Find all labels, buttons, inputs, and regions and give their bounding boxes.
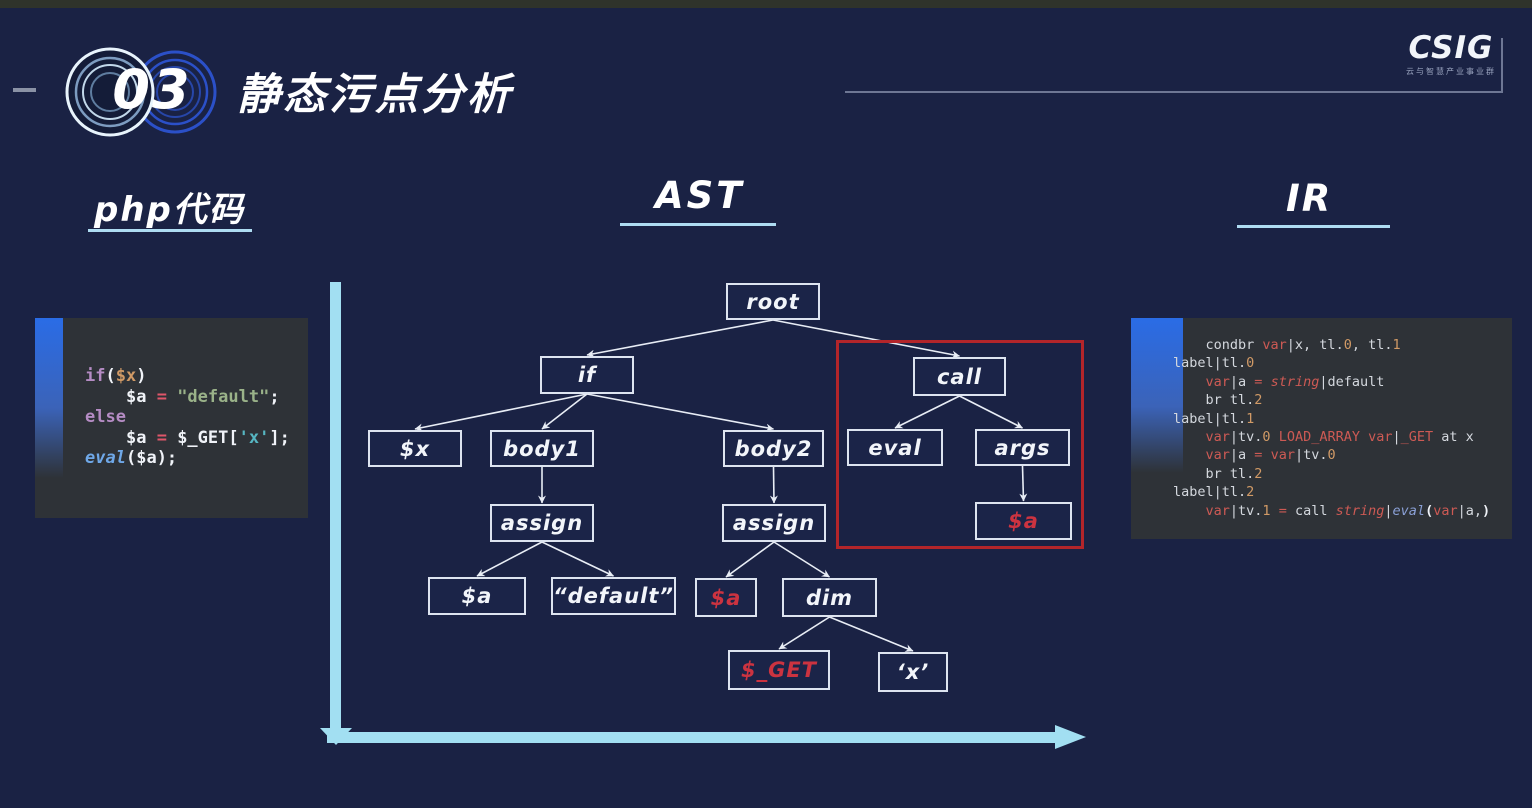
ast-node-eval: eval — [847, 429, 943, 466]
ast-edge-assign1-default — [541, 541, 614, 577]
php-code-panel: if($x) $a = "default";else $a = $_GET['x… — [35, 318, 308, 518]
code-line: label|tl.2 — [1173, 484, 1255, 501]
ast-section-heading: AST — [655, 174, 745, 217]
ast-node-body2: body2 — [723, 430, 824, 467]
ast-node-assign2: assign — [722, 504, 826, 542]
ast-edge-dim-get — [778, 616, 830, 650]
code-line: $a = "default"; — [125, 386, 280, 407]
logo-bracket-line — [1501, 38, 1503, 93]
ast-node-sa_args: $a — [975, 502, 1072, 540]
ast-edge-if-body2 — [586, 393, 774, 432]
ast-node-args: args — [975, 429, 1070, 466]
code-line: var|a = var|tv.0 — [1205, 447, 1336, 464]
ir-panel-blue-stripe — [1131, 318, 1183, 539]
csig-logo-subtext: 云与智慧产业事业群 — [1406, 67, 1496, 76]
ast-node-sx: $x — [368, 430, 462, 467]
php-heading-underline — [88, 229, 252, 232]
ast-node-default: “default” — [551, 577, 676, 615]
ir-code-panel: condbr var|x, tl.0, tl.1 label|tl.0 var|a… — [1131, 318, 1512, 539]
code-line: var|tv.1 = call string|eval(var|a,) — [1205, 502, 1491, 519]
php-panel-blue-stripe — [35, 318, 63, 518]
ast-heading-underline — [620, 223, 776, 226]
ast-node-sa_left: $a — [428, 577, 526, 615]
ir-section-heading: IR — [1286, 177, 1333, 220]
ir-code-block: condbr var|x, tl.0, tl.1 label|tl.0 var|a… — [1173, 336, 1490, 520]
ast-node-sa_red: $a — [695, 578, 757, 617]
horizontal-flow-arrowhead — [1055, 725, 1086, 749]
ast-node-root: root — [726, 283, 820, 320]
code-line: var|tv.0 LOAD_ARRAY var|_GET at x — [1205, 429, 1474, 446]
code-line: if($x) — [85, 366, 147, 386]
badge-circles-icon — [65, 47, 217, 137]
title-rule-line — [845, 91, 1503, 93]
code-line: label|tl.1 — [1173, 410, 1255, 427]
ast-edge-root-if — [586, 319, 774, 358]
top-strip — [0, 0, 1532, 8]
ast-node-get: $_GET — [728, 650, 830, 690]
ast-node-if: if — [540, 356, 634, 394]
ast-edge-assign2-dim — [773, 541, 830, 578]
ast-edge-assign2-sa_red — [725, 541, 775, 578]
code-line: br tl.2 — [1173, 465, 1263, 482]
ast-edge-if-sx — [414, 393, 588, 432]
code-line: eval($a); — [85, 448, 178, 468]
vertical-flow-arrow — [330, 282, 341, 728]
code-line: var|a = string|default — [1205, 373, 1385, 390]
code-line: br tl.2 — [1173, 392, 1263, 409]
csig-logo: CSIG — [1408, 30, 1494, 66]
ast-edge-dim-x — [829, 616, 914, 652]
ast-node-x: ‘x’ — [878, 652, 948, 692]
code-line: label|tl.0 — [1173, 355, 1255, 372]
php-code-block: if($x) $a = "default";else $a = $_GET['x… — [85, 366, 290, 469]
ast-node-body1: body1 — [490, 430, 594, 467]
horizontal-flow-arrow — [327, 732, 1055, 743]
section-number: 03 — [112, 58, 192, 121]
ir-heading-underline — [1237, 225, 1390, 228]
ast-node-assign1: assign — [490, 504, 594, 542]
code-line: $a = $_GET['x']; — [125, 427, 290, 448]
ast-edge-assign1-sa_left — [476, 541, 543, 577]
ast-edge-if-body1 — [541, 393, 588, 430]
code-line: else — [85, 407, 126, 427]
ast-node-call: call — [913, 357, 1006, 396]
taint-highlight-box — [836, 340, 1084, 549]
code-line: condbr var|x, tl.0, tl.1 — [1173, 337, 1401, 353]
left-edge-dash — [13, 88, 36, 92]
ast-edge-body2-assign2 — [769, 466, 778, 504]
ast-node-dim: dim — [782, 578, 877, 617]
page-title: 静态污点分析 — [237, 70, 513, 120]
php-section-heading: php代码 — [94, 190, 245, 230]
